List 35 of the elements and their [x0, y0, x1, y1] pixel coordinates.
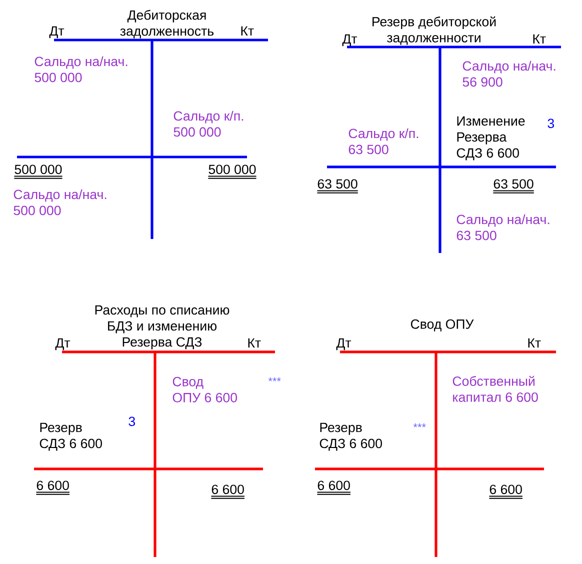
account-title: Свод ОПУ	[410, 319, 474, 332]
side-label: Кт	[533, 34, 546, 44]
posting-entry: Резерв СДЗ 6 600	[40, 422, 102, 451]
posting-entry: Изменение Резерва СДЗ 6 600	[456, 116, 525, 160]
total-amount: 63 500	[492, 179, 534, 194]
reference-mark: 3	[128, 416, 135, 426]
account-title: Дебиторская задолженность	[120, 10, 214, 38]
account-title: Резерв дебиторской задолженности	[372, 16, 496, 45]
total-amount: 6 600	[36, 480, 70, 495]
balance-entry: Сальдо на/нач. 500 000	[34, 56, 128, 82]
side-label: Кт	[248, 338, 261, 348]
side-label: Кт	[241, 26, 254, 36]
total-amount: 6 600	[210, 484, 245, 499]
balance-entry: Сальдо к/п. 63 500	[348, 128, 418, 154]
balance-entry: Сальдо на/нач. 56 900	[462, 60, 556, 87]
total-amount: 500 000	[14, 164, 63, 179]
posting-entry: Собственный капитал 6 600	[452, 376, 538, 402]
side-label: Дт	[49, 26, 64, 38]
balance-entry: Сальдо на/нач. 500 000	[14, 189, 106, 216]
total-amount: 63 500	[316, 179, 358, 194]
posting-entry: Свод ОПУ 6 600	[172, 376, 237, 402]
balance-entry: Сальдо к/п. 500 000	[174, 110, 244, 137]
posting-entry: Резерв СДЗ 6 600	[320, 422, 382, 451]
balance-entry: Сальдо на/нач. 63 500	[456, 214, 550, 240]
side-label: Дт	[55, 338, 70, 350]
reference-mark: ***	[268, 377, 281, 382]
account-title: Расходы по списанию БДЗ и изменению Резерва СДЗ	[95, 305, 230, 350]
side-label: Дт	[342, 34, 358, 46]
side-label: Кт	[528, 338, 541, 348]
total-amount: 500 000	[208, 164, 257, 179]
reference-mark: ***	[413, 423, 426, 428]
reference-mark: 3	[548, 118, 554, 128]
total-amount: 6 600	[316, 480, 351, 495]
side-label: Дт	[336, 338, 352, 350]
total-amount: 6 600	[488, 484, 523, 499]
